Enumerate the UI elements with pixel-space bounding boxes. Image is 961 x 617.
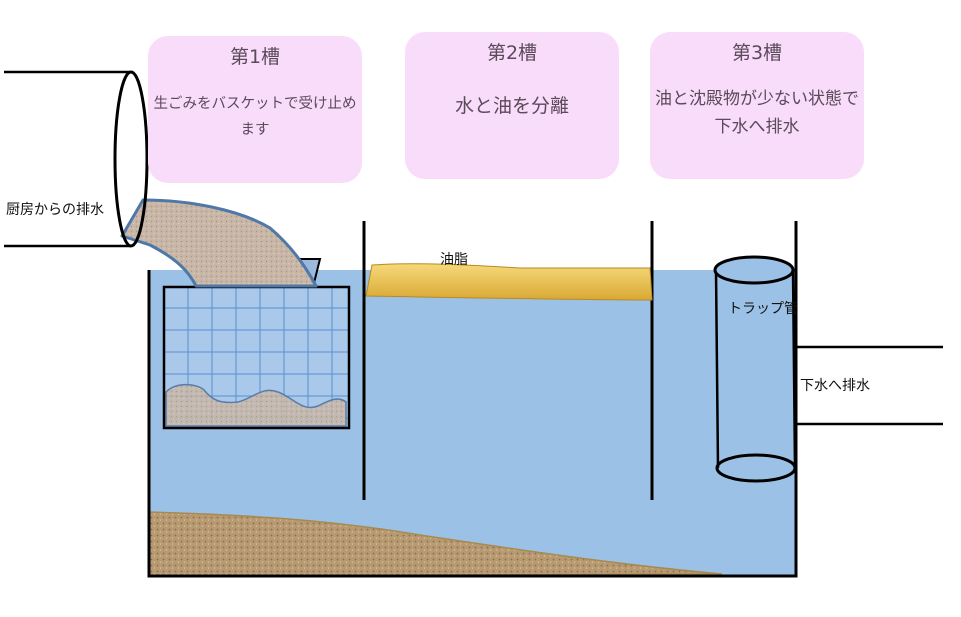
tank-2-box: 第2槽 水と油を分離 bbox=[405, 32, 619, 179]
inflow-pipe bbox=[4, 70, 149, 248]
basket-debris bbox=[165, 383, 347, 427]
outflow-pipe bbox=[796, 345, 943, 426]
tank-1-box: 第1槽 生ごみをバスケットで受け止めます bbox=[148, 36, 362, 183]
trap-label: トラップ管 bbox=[728, 301, 798, 317]
inflow-label: 厨房からの排水 bbox=[6, 202, 104, 218]
tank-1-desc: 生ごみをバスケットで受け止めます bbox=[153, 96, 357, 138]
sediment bbox=[148, 511, 723, 577]
oil-layer bbox=[365, 263, 653, 301]
tank-1-title: 第1槽 bbox=[229, 46, 281, 68]
oil-label: 油脂 bbox=[440, 252, 468, 268]
tank-2-desc: 水と油を分離 bbox=[454, 95, 569, 117]
tank-2-title: 第2槽 bbox=[486, 42, 538, 64]
tank-3-title: 第3槽 bbox=[731, 42, 783, 64]
outflow-label: 下水へ排水 bbox=[800, 378, 870, 394]
trap-pipe bbox=[713, 255, 797, 483]
tank-3-desc: 油と沈殿物が少ない状態で下水へ排水 bbox=[655, 89, 859, 137]
tank-outer-wall bbox=[147, 221, 798, 578]
waste-flow bbox=[120, 198, 318, 288]
tank-3-box: 第3槽 油と沈殿物が少ない状態で下水へ排水 bbox=[650, 32, 864, 179]
basket bbox=[162, 285, 351, 430]
